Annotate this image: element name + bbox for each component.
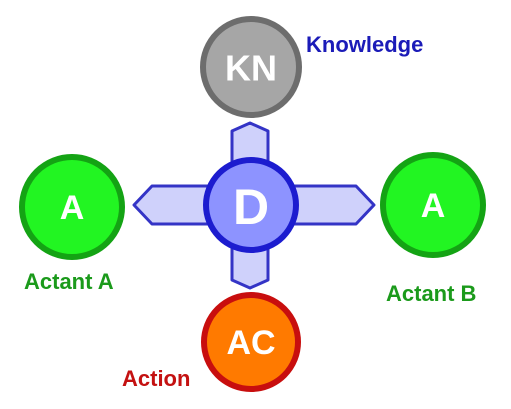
actant-a-label: Actant A <box>24 269 114 294</box>
center-node-text: D <box>233 179 269 235</box>
action-circle <box>201 292 301 392</box>
actant-a-circle <box>19 154 125 260</box>
center-circle <box>203 157 299 253</box>
actant-b-circle <box>380 152 486 258</box>
action-label: Action <box>122 366 190 391</box>
action-node: AC <box>201 292 301 392</box>
knowledge-label: Knowledge <box>306 32 423 57</box>
actant-b-label: Actant B <box>386 281 476 306</box>
connector-arm-left <box>132 184 212 226</box>
knowledge-node-text: KN <box>225 48 277 89</box>
actant-a-node-text: A <box>60 189 85 227</box>
action-node-text: AC <box>226 324 275 362</box>
connector-arm-right <box>290 184 376 226</box>
actant-b-node: A <box>380 152 486 258</box>
actant-b-node-text: A <box>421 187 446 225</box>
actant-a-node: A <box>19 154 125 260</box>
center-node: D <box>203 157 299 253</box>
knowledge-circle <box>200 16 302 118</box>
knowledge-node: KN <box>200 16 302 118</box>
